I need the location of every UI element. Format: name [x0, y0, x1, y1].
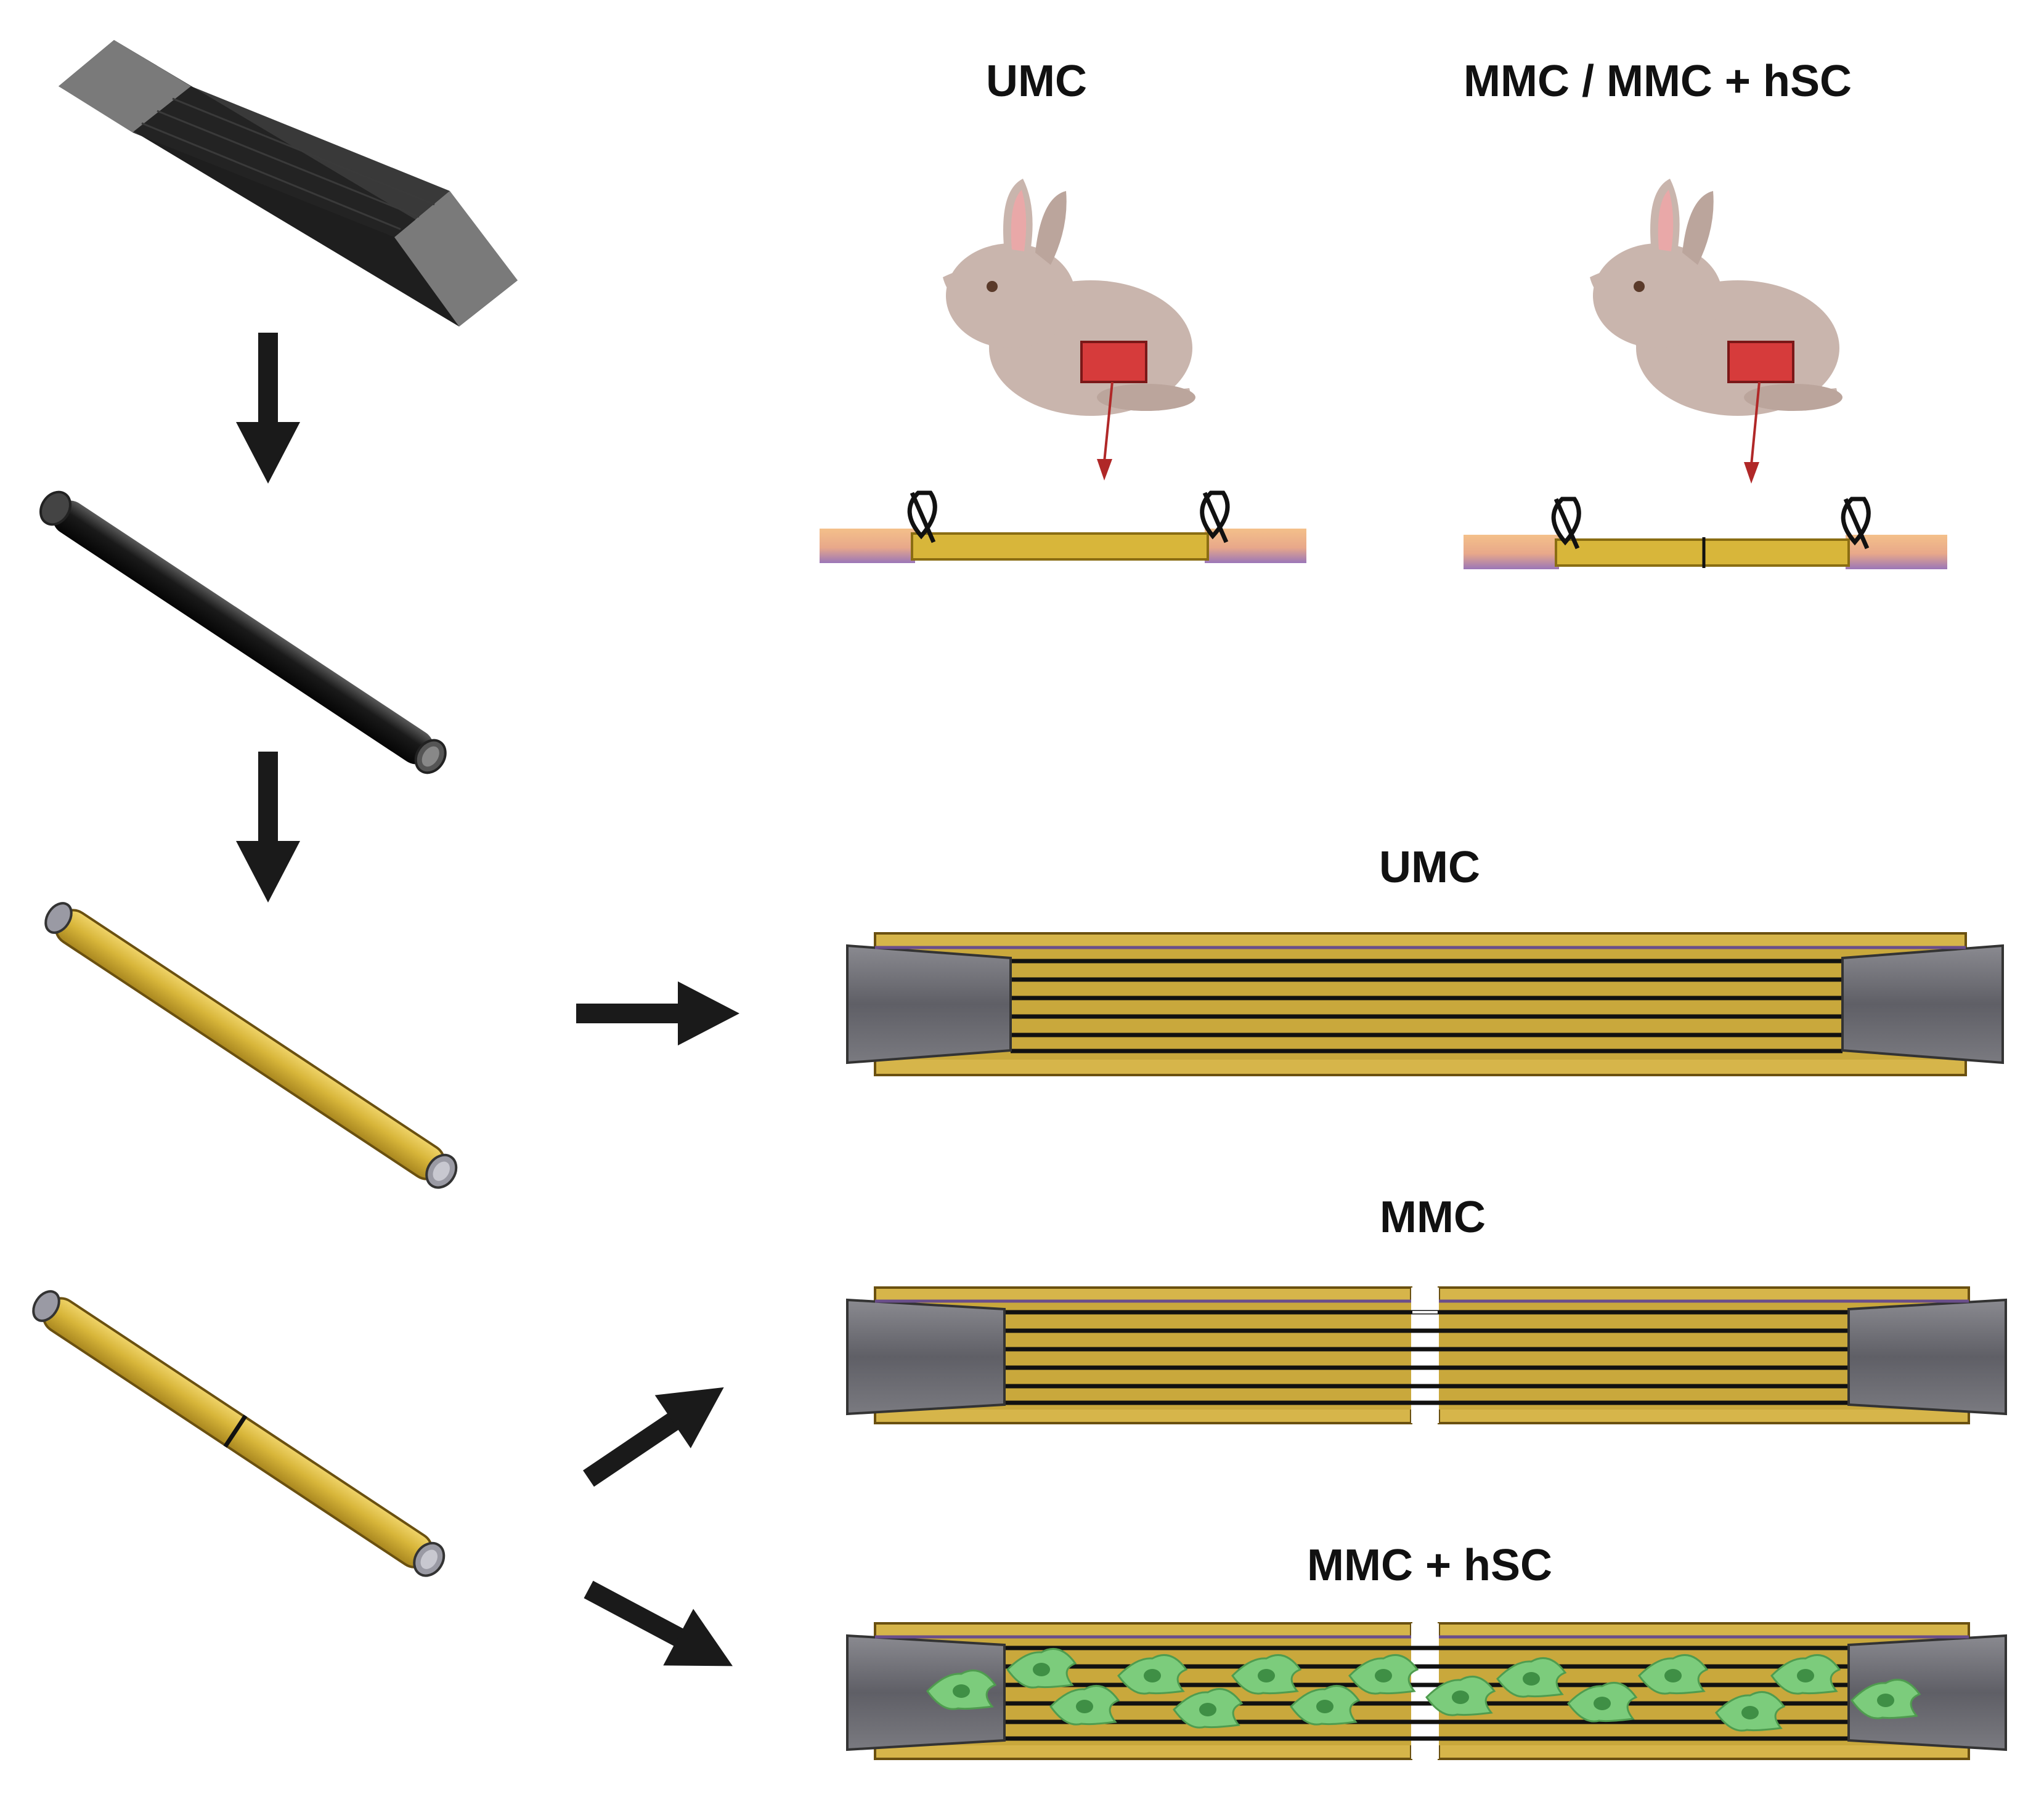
rolled-tube-icon: [39, 490, 447, 774]
arrow-icon: [570, 1360, 742, 1506]
label-conduit-mmc: MMC: [1380, 1193, 1486, 1242]
label-top-umc: UMC: [986, 57, 1087, 106]
label-conduit-mmc-hsc: MMC + hSC: [1306, 1541, 1553, 1590]
nerve-graft-mmc: [1464, 497, 1947, 569]
yellow-conduit-icon: [44, 902, 458, 1189]
label-conduit-umc: UMC: [1379, 843, 1480, 892]
arrow-icon: [236, 752, 300, 903]
arrow-icon: [573, 1561, 748, 1695]
rabbit-icon: [943, 179, 1195, 481]
mmc-conduit-section: [846, 1286, 2007, 1424]
rabbit-icon: [1590, 179, 1842, 484]
fiber-sheet-icon: [59, 40, 518, 327]
arrow-icon: [576, 981, 739, 1045]
arrow-icon: [236, 333, 300, 484]
label-top-mmc-group: MMC / MMC + hSC: [1464, 57, 1852, 106]
umc-conduit-section: [846, 932, 2004, 1076]
mmc-hsc-conduit-section: [846, 1622, 2007, 1760]
nerve-graft-umc: [820, 490, 1306, 563]
split-conduit-icon: [32, 1290, 446, 1577]
